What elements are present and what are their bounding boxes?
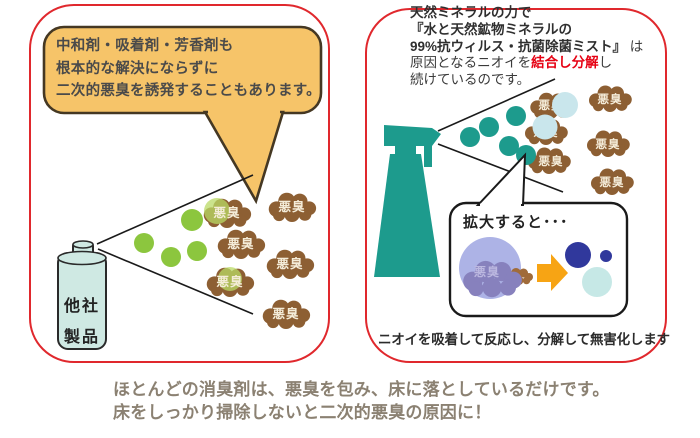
desc-line-2: 『水と天然鉱物ミネラルの (410, 21, 572, 37)
desc-line-1: 天然ミネラルの力で (410, 5, 532, 20)
desc-line-3: 99%抗ウィルス・抗菌除菌ミスト』 は (410, 39, 643, 56)
desc-line-4-highlight: 結合し分解 (531, 55, 599, 71)
footer-line-1: ほとんどの消臭剤は、悪臭を包み、床に落としているだけです。 (113, 380, 610, 399)
footer-note: ほとんどの消臭剤は、悪臭を包み、床に落としているだけです。 床をしっかり掃除しな… (113, 379, 610, 424)
footer-line-2: 床をしっかり掃除しないと二次的悪臭の原因に！ (113, 402, 492, 422)
desc-line-3-post: は (629, 38, 644, 54)
bubble-line-3: 二次的悪臭を誘発することもあります。 (56, 83, 321, 99)
desc-line-4: 原因となるニオイを結合し分解し (410, 55, 643, 72)
desc-line-4-pre: 原因となるニオイを (410, 55, 532, 71)
right-panel-caption: ニオイを吸着して反応し、分解して無害化します (378, 332, 670, 347)
speech-bubble-text: 中和剤・吸着剤・芳香剤も 根本的な解決にならずに 二次的悪臭を誘発することもあり… (56, 35, 321, 103)
desc-line-4-post: し (598, 55, 613, 71)
desc-line-3-main: 99%抗ウィルス・抗菌除菌ミスト』 (410, 38, 627, 54)
bubble-line-1: 中和剤・吸着剤・芳香剤も (56, 38, 234, 54)
bubble-line-2: 根本的な解決にならずに (56, 60, 219, 77)
mineral-mist-description: 天然ミネラルの力で 『水と天然鉱物ミネラルの 99%抗ウィルス・抗菌除菌ミスト』… (410, 5, 643, 89)
magnify-callout-title: 拡大すると･･･ (463, 214, 569, 231)
desc-line-5: 続けているのです。 (410, 72, 531, 88)
